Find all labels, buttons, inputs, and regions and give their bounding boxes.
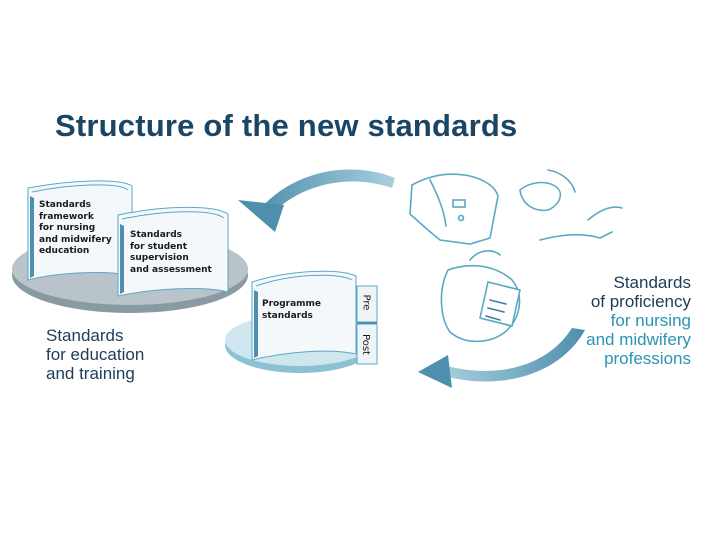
slide-title: Structure of the new standards bbox=[55, 108, 518, 143]
education-caption: Standards for education and training bbox=[46, 326, 145, 383]
tab-post-label: Post bbox=[359, 334, 371, 355]
book-supervision bbox=[117, 206, 229, 297]
cycle-arrow-top bbox=[238, 169, 395, 232]
book-framework-label: Standards framework for nursing and midw… bbox=[39, 200, 112, 256]
education-books-group bbox=[12, 180, 248, 313]
book-programme-label: Programme standards bbox=[262, 299, 322, 321]
tab-pre-label: Pre bbox=[360, 294, 372, 311]
programme-book-group bbox=[225, 270, 378, 373]
cycle-arrow-bottom bbox=[418, 328, 585, 388]
professionals-illustration bbox=[409, 169, 623, 343]
proficiency-caption: Standards of proficiency for nursing and… bbox=[586, 273, 691, 368]
book-supervision-label: Standards for student supervision and as… bbox=[130, 230, 212, 275]
